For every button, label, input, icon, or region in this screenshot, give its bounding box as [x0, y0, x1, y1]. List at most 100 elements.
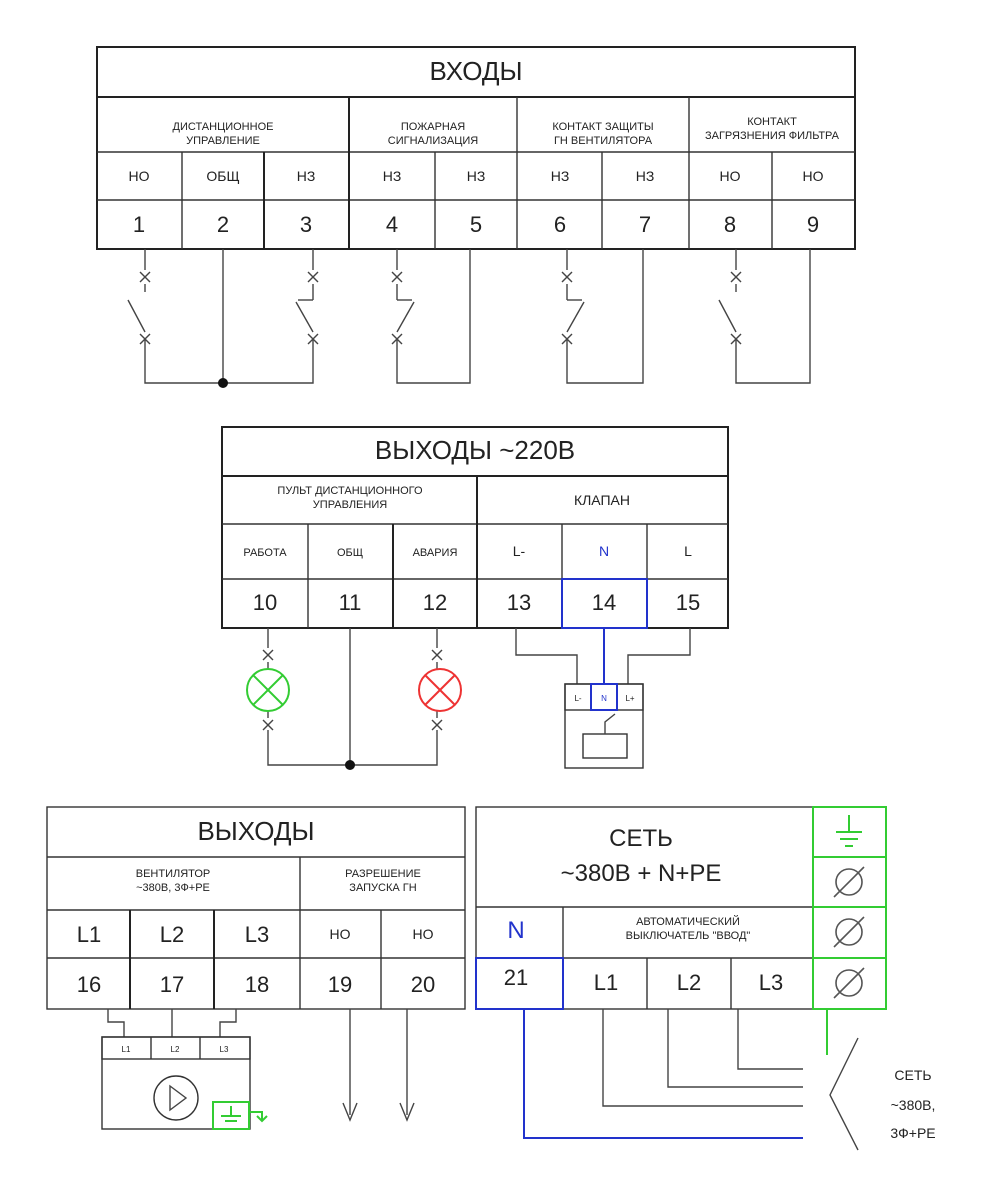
- lamps-wiring: [262, 628, 443, 770]
- terminal-number: 3: [300, 212, 312, 237]
- label-line: ЗАПУСКА ГН: [349, 882, 416, 894]
- group-label-fan: ВЕНТИЛЯТОР ~380В, 3Ф+PE: [136, 868, 211, 894]
- label-line: ~380В, 3Ф+PE: [136, 882, 210, 894]
- valve-pin-label: N: [601, 694, 607, 703]
- pin-type: НО: [330, 926, 351, 942]
- switch-no-icon: [718, 271, 742, 345]
- terminal-number: 7: [639, 212, 651, 237]
- label-line: АВТОМАТИЧЕСКИЙ: [636, 915, 740, 928]
- pin-type: НЗ: [297, 168, 316, 184]
- mains-label: СЕТЬ: [894, 1067, 931, 1083]
- phase-label: L1: [594, 970, 618, 995]
- terminal-number: 14: [592, 590, 616, 615]
- label-line: ВЕНТИЛЯТОР: [136, 868, 211, 880]
- terminal-number: 21: [504, 965, 528, 990]
- pe-terminal-icon: [833, 916, 865, 948]
- terminal-number: 19: [328, 972, 352, 997]
- label-line: ГН ВЕНТИЛЯТОРА: [554, 135, 653, 147]
- terminal-number: 8: [724, 212, 736, 237]
- pin-type: ОБЩ: [337, 547, 363, 559]
- switch-nc-icon: [561, 271, 585, 345]
- valve-pin-label: L-: [574, 694, 581, 703]
- label-line: ВЫКЛЮЧАТЕЛЬ "ВВОД": [626, 930, 751, 942]
- outputs-220v-title: ВЫХОДЫ ~220В: [375, 435, 575, 465]
- valve-pin-label: L+: [625, 694, 634, 703]
- pin-type: НО: [720, 168, 741, 184]
- phase-label: L2: [677, 970, 701, 995]
- pe-terminal-icon: [833, 866, 865, 898]
- mains-label: ~380В,: [891, 1097, 936, 1113]
- pe-terminal-icon: [833, 967, 865, 999]
- label-line: СИГНАЛИЗАЦИЯ: [388, 135, 478, 147]
- terminal-number: 17: [160, 972, 184, 997]
- neutral-label: N: [507, 917, 524, 944]
- valve-actuator-icon: L- N L+: [564, 683, 644, 769]
- terminal-number: 11: [339, 590, 362, 615]
- motor-pin-label: L3: [220, 1045, 229, 1054]
- pin-type: НО: [129, 168, 150, 184]
- pin-type: ОБЩ: [206, 168, 239, 184]
- pin-type: АВАРИЯ: [413, 547, 458, 559]
- label-line: РАЗРЕШЕНИЕ: [345, 868, 421, 880]
- label-line: ЗАГРЯЗНЕНИЯ ФИЛЬТРА: [705, 130, 840, 142]
- lamp-icon: [246, 668, 290, 712]
- pin-type: НЗ: [551, 168, 570, 184]
- switch-nc-icon: [295, 271, 319, 345]
- ground-icon: [836, 815, 862, 847]
- motor-pin-label: L1: [122, 1045, 131, 1054]
- group-label-filter-contact: КОНТАКТ ЗАГРЯЗНЕНИЯ ФИЛЬТРА: [705, 116, 840, 142]
- pin-type: L: [684, 543, 692, 559]
- pin-type: L-: [513, 543, 526, 559]
- valve-wiring: [515, 628, 691, 684]
- junction-dot: [218, 378, 228, 388]
- mains-wiring: [523, 1009, 859, 1151]
- junction-dot: [345, 760, 355, 770]
- group-label-heater-permit: РАЗРЕШЕНИЕ ЗАПУСКА ГН: [345, 868, 421, 894]
- phase-label: L3: [759, 970, 783, 995]
- switch-nc-icon: [391, 271, 415, 345]
- label-line: КОНТАКТ: [747, 116, 797, 128]
- terminal-number: 5: [470, 212, 482, 237]
- terminal-number: 4: [386, 212, 398, 237]
- network-title: СЕТЬ: [609, 825, 673, 852]
- terminal-number: 2: [217, 212, 229, 237]
- arrow-down-icon: [399, 1102, 415, 1122]
- pin-type: L2: [160, 922, 184, 947]
- label-line: ПОЖАРНАЯ: [401, 121, 465, 133]
- ground-icon: [212, 1101, 268, 1130]
- motor-pin-label: L2: [171, 1045, 180, 1054]
- outputs-title: ВЫХОДЫ: [197, 816, 314, 846]
- pe-terminal-column: [812, 806, 887, 1055]
- arrow-down-icon: [342, 1102, 358, 1122]
- mains-label: 3Ф+PE: [890, 1125, 935, 1141]
- pin-type: НЗ: [467, 168, 486, 184]
- pin-type: L3: [245, 922, 269, 947]
- network-subtitle: ~380В + N+PE: [561, 860, 722, 887]
- pin-type: НО: [803, 168, 824, 184]
- label-line: ДИСТАНЦИОННОЕ: [173, 121, 274, 133]
- terminal-number: 6: [554, 212, 566, 237]
- group-label-fan-protection: КОНТАКТ ЗАЩИТЫ ГН ВЕНТИЛЯТОРА: [552, 121, 653, 147]
- fan-motor-icon: L1 L2 L3: [101, 1036, 251, 1130]
- pin-type: НЗ: [636, 168, 655, 184]
- breaker-label: АВТОМАТИЧЕСКИЙ ВЫКЛЮЧАТЕЛЬ "ВВОД": [626, 915, 751, 942]
- pin-type: РАБОТА: [243, 547, 287, 559]
- pin-type: НЗ: [383, 168, 402, 184]
- label-line: УПРАВЛЕНИЕ: [186, 135, 260, 147]
- terminal-number: 16: [77, 972, 101, 997]
- switch-no-icon: [127, 271, 151, 345]
- terminal-number: 12: [423, 590, 447, 615]
- inputs-block: ВХОДЫ ДИСТАНЦИОННОЕ УПРАВЛЕНИЕ ПОЖАРНАЯ СИ…: [96, 46, 856, 250]
- inputs-title: ВХОДЫ: [430, 56, 523, 86]
- terminal-number: 9: [807, 212, 819, 237]
- pin-type: N: [599, 543, 609, 559]
- terminal-number: 15: [676, 590, 700, 615]
- label-line: КОНТАКТ ЗАЩИТЫ: [552, 121, 653, 133]
- terminal-number: 18: [245, 972, 269, 997]
- label-line: ПУЛЬТ ДИСТАНЦИОННОГО: [277, 485, 423, 497]
- pin-type: L1: [77, 922, 101, 947]
- group-label-remote-control: ДИСТАНЦИОННОЕ УПРАВЛЕНИЕ: [173, 121, 274, 147]
